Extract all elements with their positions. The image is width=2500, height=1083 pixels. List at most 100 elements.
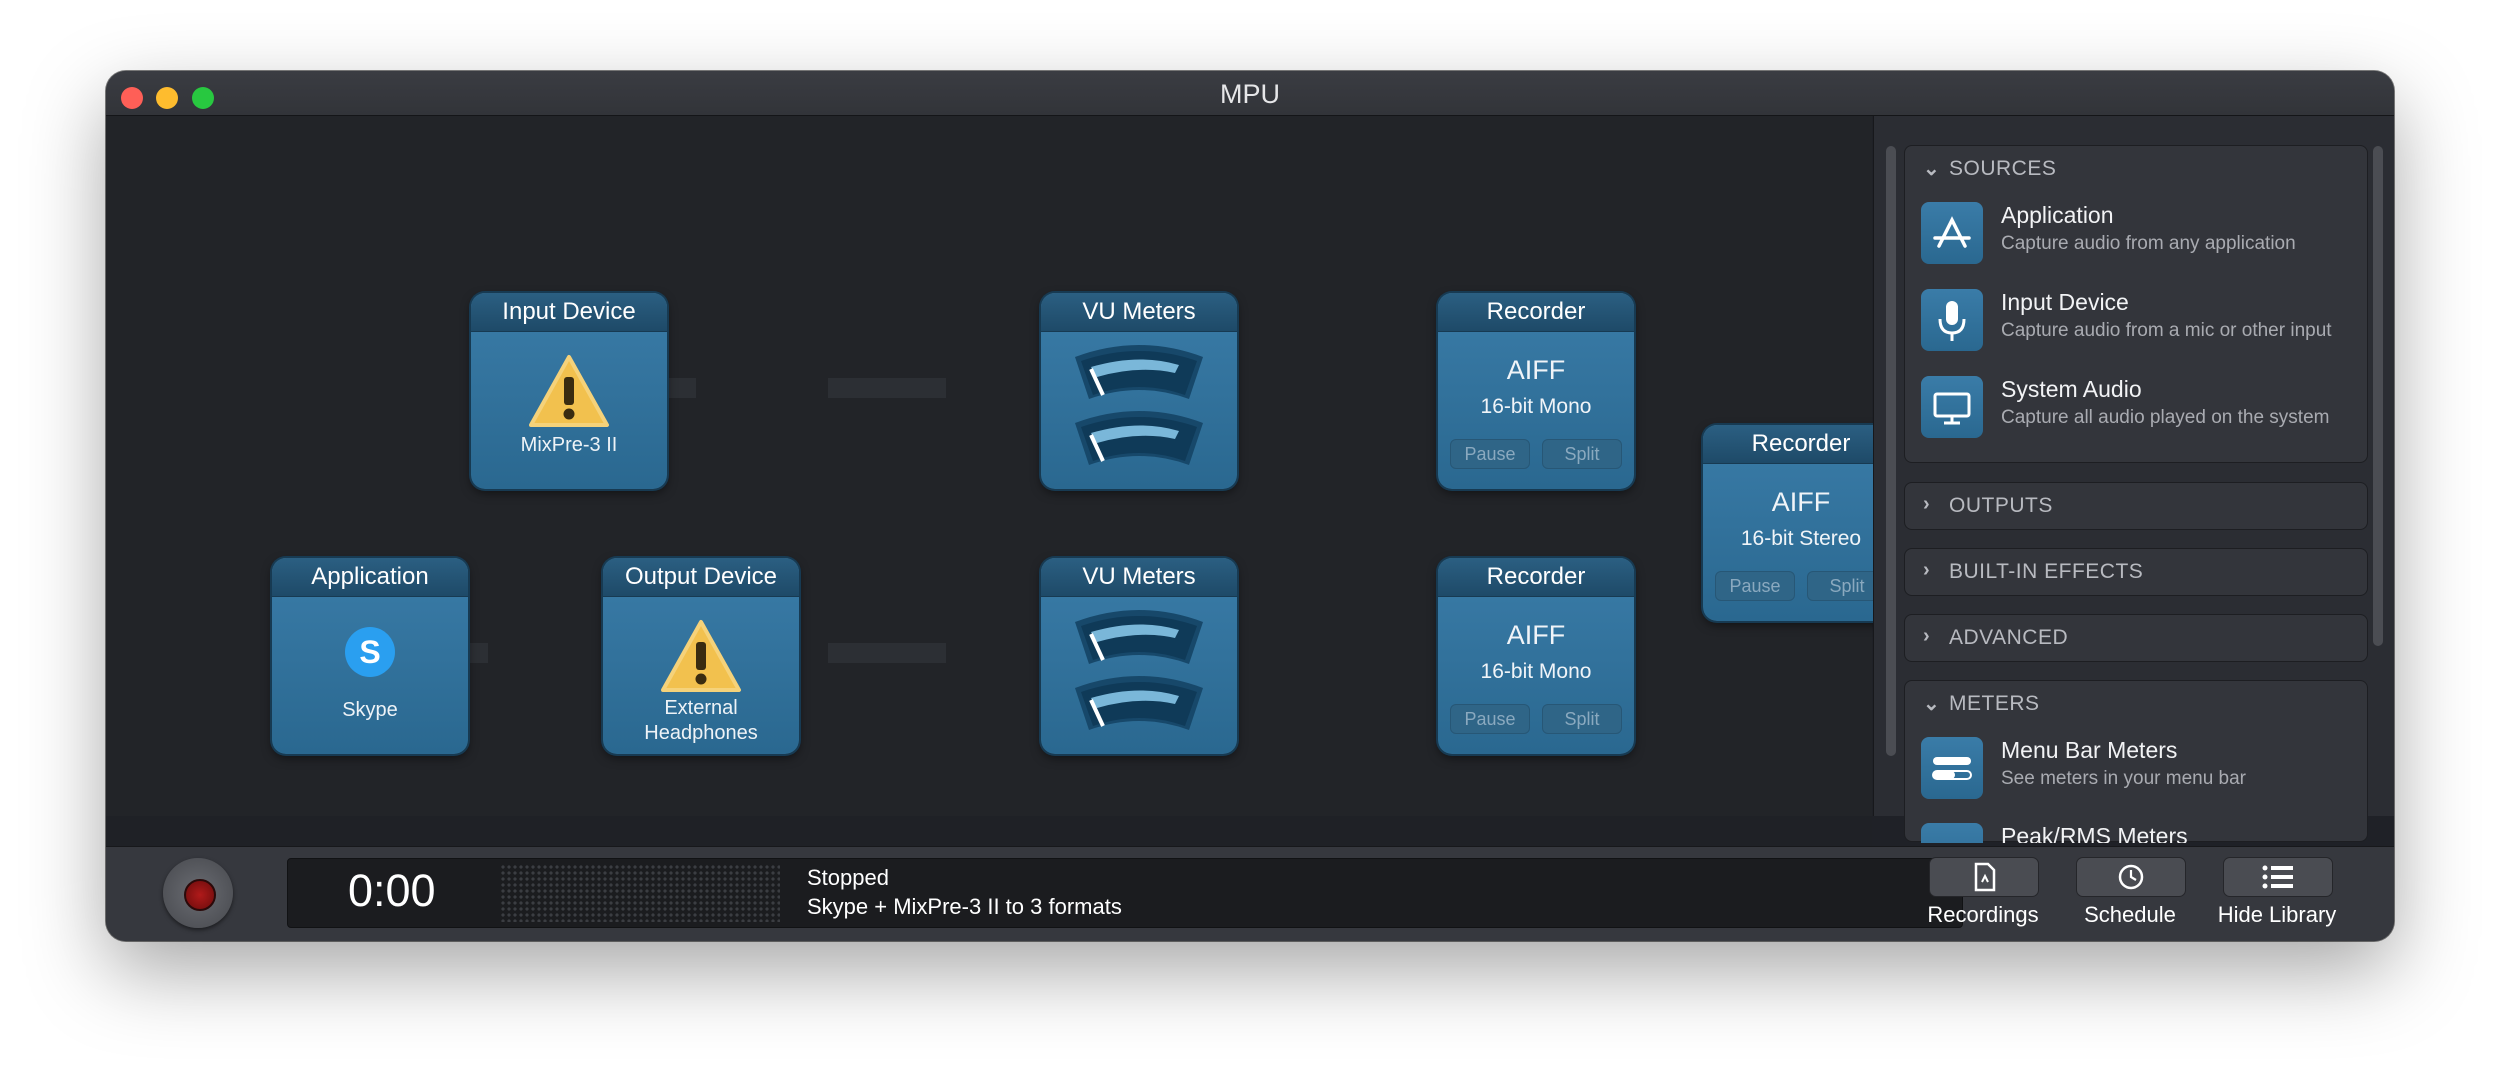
status-display: 0:00 Stopped Skype + MixPre-3 II to 3 fo… (287, 858, 1963, 928)
recorder-node-title: Recorder (1438, 558, 1634, 597)
library-item-name: Menu Bar Meters (2001, 737, 2178, 763)
library-item-desc: Capture audio from any application (2001, 233, 2296, 254)
advanced-section[interactable]: › ADVANCED (1904, 614, 2368, 662)
split-button[interactable]: Split (1542, 439, 1622, 469)
svg-text:S: S (359, 634, 380, 670)
minimize-window-button[interactable] (156, 87, 178, 109)
zoom-window-button[interactable] (192, 87, 214, 109)
chevron-right-icon: › (1923, 493, 1930, 515)
meters-section: ⌄ METERS Menu Bar Meters See meters in y… (1904, 680, 2368, 843)
library-sidebar: ⌄ SOURCES Application Capture audio from… (1873, 116, 2394, 843)
recordings-button[interactable] (1929, 857, 2039, 897)
wire-vu-to-recorder-top (828, 378, 946, 398)
monitor-icon (1921, 376, 1983, 438)
chevron-right-icon: › (1923, 625, 1930, 647)
output-device-name-line2: Headphones (644, 722, 758, 744)
vu-meters-node-bottom[interactable]: VU Meters (1041, 558, 1237, 754)
output-device-node-title: Output Device (603, 558, 799, 597)
advanced-section-title: ADVANCED (1949, 626, 2069, 649)
record-icon (184, 879, 216, 911)
routing-canvas[interactable]: Input Device MixPre-3 II VU Meters (106, 116, 1899, 832)
input-device-node-title: Input Device (471, 293, 667, 332)
canvas-footer (106, 816, 1872, 846)
library-item-peak-rms-meters[interactable]: Peak/RMS Meters (1921, 823, 2361, 843)
application-node-title: Application (272, 558, 468, 597)
level-meter-dots (500, 864, 780, 922)
recorder-detail: 16-bit Stereo (1740, 527, 1862, 550)
pause-button[interactable]: Pause (1715, 571, 1795, 601)
chevron-down-icon[interactable]: ⌄ (1923, 693, 1940, 715)
recorder-format: AIFF (1506, 620, 1566, 650)
pause-button[interactable]: Pause (1450, 704, 1530, 734)
library-item-name: Peak/RMS Meters (2001, 823, 2188, 843)
close-window-button[interactable] (121, 87, 143, 109)
input-device-name: MixPre-3 II (520, 434, 618, 456)
recording-description: Skype + MixPre-3 II to 3 formats (807, 894, 1122, 919)
recorder-detail: 16-bit Mono (1480, 660, 1592, 683)
vu-meters-node-top[interactable]: VU Meters (1041, 293, 1237, 489)
vu-meters-node-title: VU Meters (1041, 293, 1237, 332)
hide-library-button[interactable] (2223, 857, 2333, 897)
schedule-button[interactable] (2076, 857, 2186, 897)
split-button[interactable]: Split (1542, 704, 1622, 734)
library-item-desc: Capture audio from a mic or other input (2001, 320, 2332, 341)
library-item-application[interactable]: Application Capture audio from any appli… (1921, 202, 2361, 282)
wire-vu-to-recorder-bottom (828, 643, 946, 663)
clock-icon (2118, 864, 2144, 890)
builtin-effects-section-title: BUILT-IN EFFECTS (1949, 560, 2144, 583)
chevron-right-icon: › (1923, 559, 1930, 581)
peak-rms-meters-icon (1921, 823, 1983, 843)
app-window: MPU Input Device MixPre-3 II VU Meters (106, 71, 2394, 941)
library-scrollbar-right[interactable] (2373, 146, 2383, 646)
recording-status: Stopped (807, 865, 889, 890)
record-button[interactable] (163, 858, 233, 928)
application-node[interactable]: Application S Skype (272, 558, 468, 754)
library-scrollbar-left[interactable] (1886, 146, 1896, 756)
elapsed-time: 0:00 (348, 865, 436, 916)
library-item-name: System Audio (2001, 376, 2142, 402)
outputs-section[interactable]: › OUTPUTS (1904, 482, 2368, 530)
skype-icon: S (345, 627, 395, 677)
warning-icon (529, 355, 609, 427)
recorder-detail: 16-bit Mono (1480, 395, 1592, 418)
transport-bar: 0:00 Stopped Skype + MixPre-3 II to 3 fo… (106, 846, 2394, 941)
library-item-name: Input Device (2001, 289, 2129, 315)
library-item-desc: See meters in your menu bar (2001, 768, 2247, 789)
library-item-name: Application (2001, 202, 2114, 228)
menu-bar-meters-icon (1921, 737, 1983, 799)
library-item-input-device[interactable]: Input Device Capture audio from a mic or… (1921, 289, 2361, 369)
recordings-icon (1974, 862, 1996, 892)
recordings-label: Recordings (1927, 902, 2039, 927)
meters-section-title[interactable]: METERS (1949, 692, 2040, 715)
recorder-node-title: Recorder (1438, 293, 1634, 332)
application-name: Skype (342, 699, 398, 721)
input-device-node[interactable]: Input Device MixPre-3 II (471, 293, 667, 489)
title-bar: MPU (106, 71, 2394, 116)
vu-meter-icon (1075, 610, 1203, 730)
recorder-node-stereo[interactable]: Recorder AIFF 16-bit Stereo Pause Split (1703, 425, 1899, 621)
app-store-icon (1921, 202, 1983, 264)
recorder-format: AIFF (1771, 487, 1831, 517)
builtin-effects-section[interactable]: › BUILT-IN EFFECTS (1904, 548, 2368, 596)
pause-button[interactable]: Pause (1450, 439, 1530, 469)
recorder-node-top[interactable]: Recorder AIFF 16-bit Mono Pause Split (1438, 293, 1634, 489)
schedule-label: Schedule (2084, 902, 2176, 927)
library-item-desc: Capture all audio played on the system (2001, 407, 2330, 428)
recorder-node-title: Recorder (1703, 425, 1899, 464)
recorder-node-bottom[interactable]: Recorder AIFF 16-bit Mono Pause Split (1438, 558, 1634, 754)
output-device-name-line1: External (664, 697, 738, 719)
sources-section: ⌄ SOURCES Application Capture audio from… (1904, 145, 2368, 463)
warning-icon (661, 620, 741, 692)
library-item-menu-bar-meters[interactable]: Menu Bar Meters See meters in your menu … (1921, 737, 2361, 817)
recorder-format: AIFF (1506, 355, 1566, 385)
output-device-node[interactable]: Output Device External Headphones (603, 558, 799, 754)
sources-section-title[interactable]: SOURCES (1949, 157, 2057, 180)
microphone-icon (1921, 289, 1983, 351)
library-item-system-audio[interactable]: System Audio Capture all audio played on… (1921, 376, 2361, 456)
list-icon (2262, 865, 2293, 889)
window-title: MPU (1220, 79, 1280, 109)
outputs-section-title: OUTPUTS (1949, 494, 2053, 517)
vu-meters-node-title: VU Meters (1041, 558, 1237, 597)
hide-library-label: Hide Library (2217, 902, 2337, 927)
chevron-down-icon[interactable]: ⌄ (1923, 158, 1940, 180)
